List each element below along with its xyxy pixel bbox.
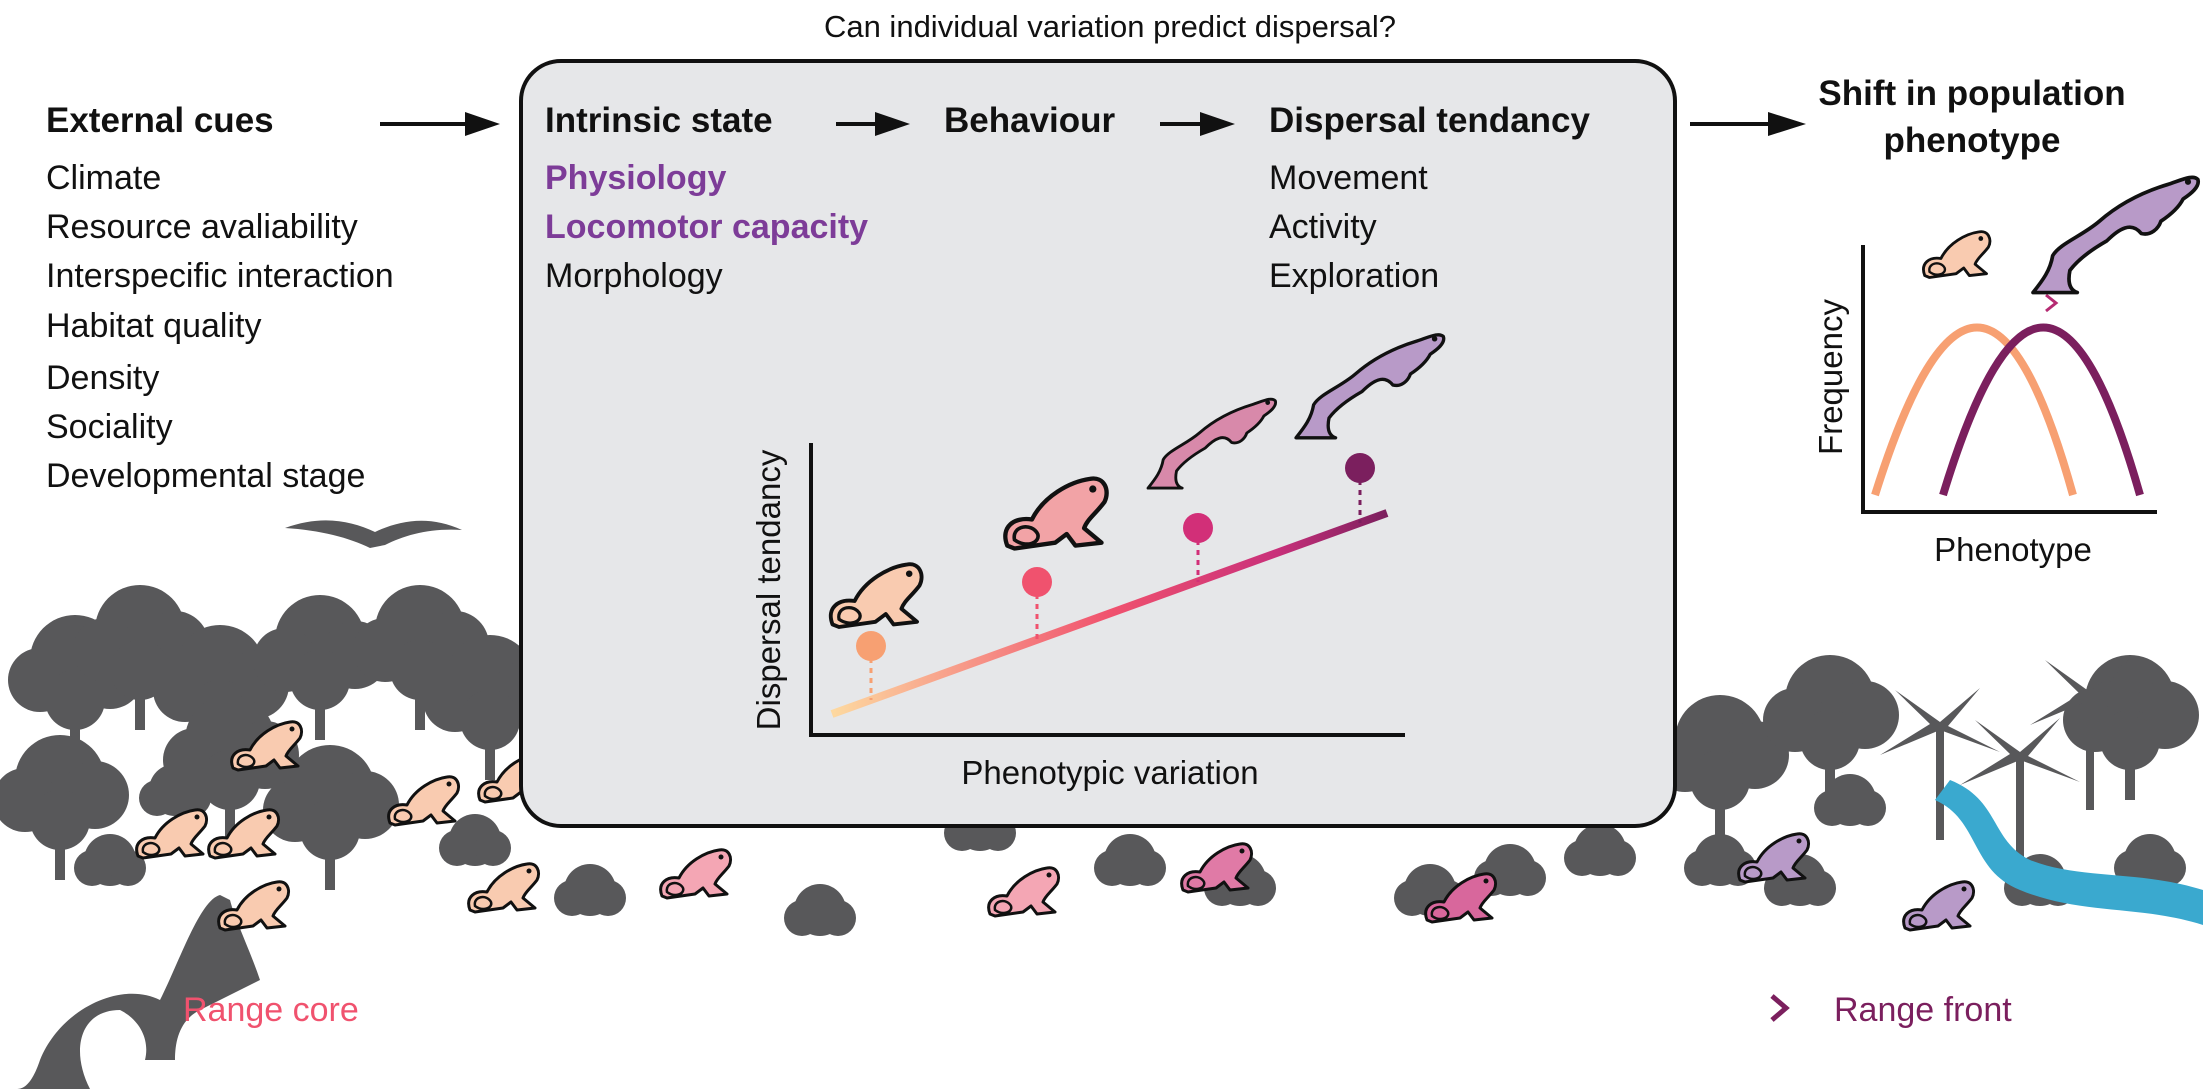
outcome-heading-line1: Shift in population: [1818, 74, 2125, 113]
y-axis-label: Dispersal tendancy: [750, 449, 787, 730]
data-point: [1183, 513, 1213, 543]
intrinsic-item-locomotor: Locomotor capacity: [545, 208, 868, 246]
leaping-frog-icon: [2031, 175, 2201, 295]
x-axis-label: Phenotypic variation: [961, 754, 1258, 791]
dispersal-tendancy-heading: Dispersal tendancy: [1269, 101, 1590, 140]
intrinsic-state-heading: Intrinsic state: [545, 101, 773, 140]
lizard-silhouette: [15, 895, 260, 1089]
y-axis-label: Frequency: [1812, 299, 1849, 455]
cue-item: Habitat quality: [46, 307, 261, 345]
river: [1935, 780, 2203, 925]
x-axis-label: Phenotype: [1934, 531, 2092, 568]
arrow-right-icon: [1690, 112, 1806, 136]
range-front-label: Range front: [1834, 991, 2012, 1029]
chart-axes: [1861, 245, 2157, 514]
front-distribution-curve: [1939, 323, 2144, 497]
arrow-right-icon: [1160, 112, 1235, 136]
data-point: [1345, 453, 1375, 483]
arrow-head-icon: [1770, 994, 1790, 1022]
forest-silhouettes: [0, 585, 2203, 936]
frog-icon: [1922, 230, 1992, 279]
intrinsic-item-morphology: Morphology: [545, 257, 723, 295]
cue-item: Interspecific interaction: [46, 257, 394, 295]
behaviour-heading: Behaviour: [944, 101, 1116, 140]
cue-item: Developmental stage: [46, 457, 365, 495]
outcome-heading-line2: phenotype: [1884, 121, 2061, 160]
data-point: [856, 631, 886, 661]
intrinsic-item-physiology: Physiology: [545, 159, 726, 197]
external-cues-list: External cues Climate Resource avaliabil…: [46, 101, 394, 495]
data-point: [1022, 567, 1052, 597]
range-core-label: Range core: [183, 991, 359, 1029]
external-cues-heading: External cues: [46, 101, 274, 140]
diagram-title: Can individual variation predict dispers…: [824, 9, 1396, 44]
arrow-right-icon: [836, 112, 910, 136]
dispersal-chart: Phenotypic variation Dispersal tendancy: [750, 333, 1446, 791]
cue-item: Sociality: [46, 408, 173, 446]
shift-arrow-head-icon: [2045, 293, 2059, 313]
dispersal-item: Movement: [1269, 159, 1428, 197]
arrow-right-icon: [380, 112, 500, 136]
cue-item: Resource avaliability: [46, 208, 358, 246]
chart-axes: [809, 443, 1405, 737]
trend-line: [830, 509, 1389, 718]
core-distribution-curve: [1871, 323, 2077, 497]
cue-item: Density: [46, 359, 159, 397]
cue-item: Climate: [46, 159, 161, 197]
frequency-chart: Frequency Phenotype: [1812, 175, 2201, 568]
dispersal-item: Activity: [1269, 208, 1377, 246]
bird-silhouette: [285, 520, 462, 548]
dispersal-item: Exploration: [1269, 257, 1439, 295]
